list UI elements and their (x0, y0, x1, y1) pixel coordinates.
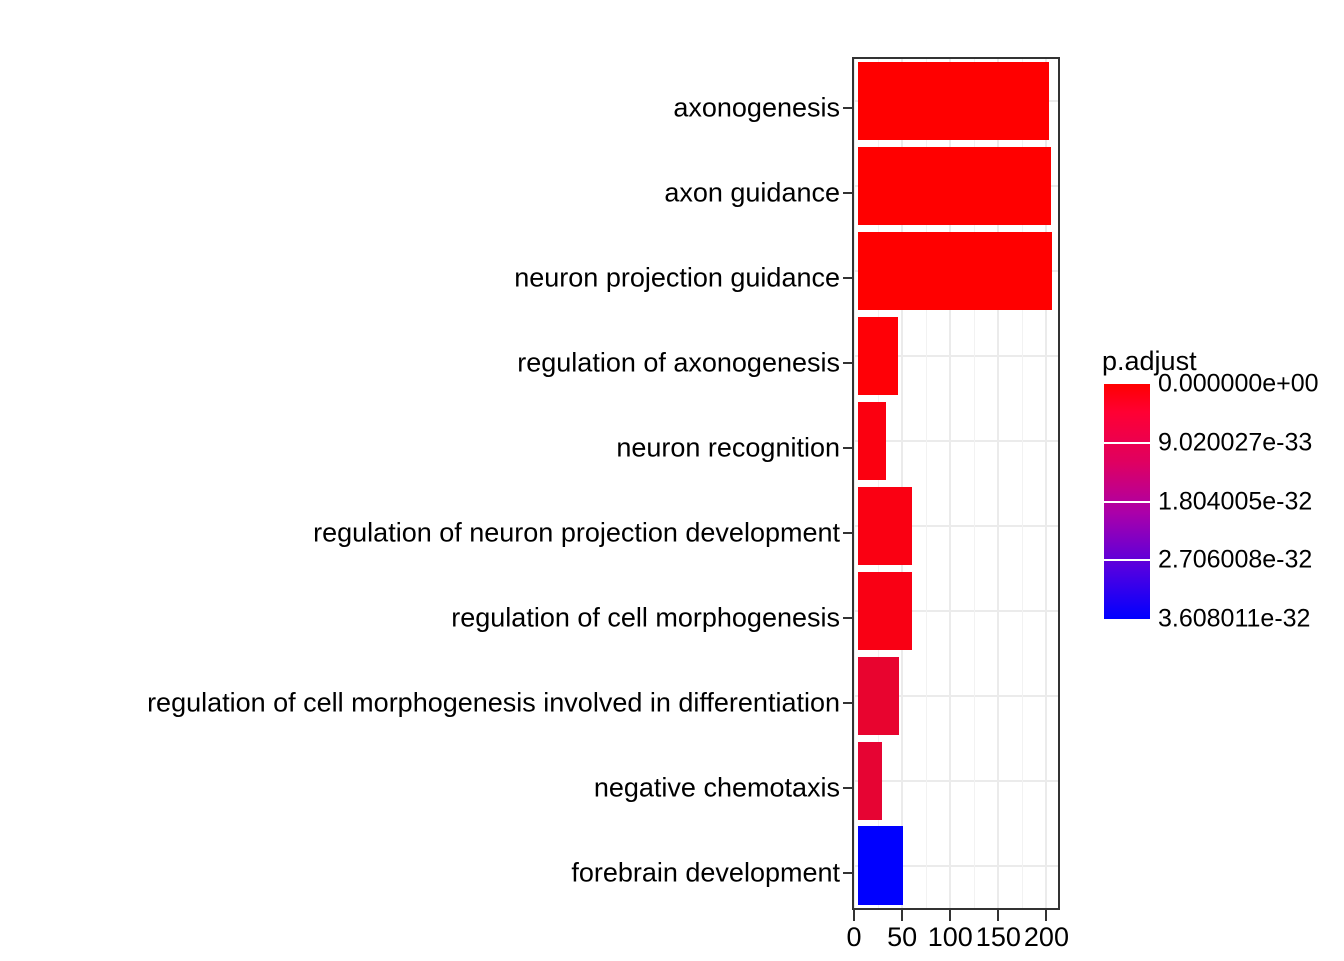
y-axis-tick (843, 616, 852, 619)
bar[interactable] (858, 741, 883, 820)
gridline-vertical-minor (878, 59, 880, 908)
gridline-vertical-minor (1022, 59, 1024, 908)
y-axis-labels: axonogenesis axon guidance neuron projecti… (0, 64, 852, 904)
y-axis-tick (843, 786, 852, 789)
gridline-horizontal (854, 694, 1058, 697)
y-axis-label: regulation of cell morphogenesis involve… (147, 687, 840, 718)
x-axis-tick-label: 200 (1023, 922, 1069, 952)
gridline-vertical-major (854, 59, 855, 908)
bar[interactable] (858, 571, 912, 650)
gridline-vertical-major (949, 59, 952, 908)
legend-title: p.adjust (1102, 346, 1197, 376)
bar[interactable] (858, 317, 899, 396)
y-axis-label: forebrain development (571, 857, 840, 888)
y-axis-tick (843, 871, 852, 874)
y-axis-label: regulation of cell morphogenesis (451, 602, 840, 633)
gridline-horizontal (854, 864, 1058, 867)
legend-tick (1104, 500, 1150, 503)
x-axis-tick-label: 0 (846, 922, 862, 952)
x-axis-tick (997, 910, 1000, 921)
y-axis-tick (843, 277, 852, 280)
legend-tick-label: 0.000000e+00 (1158, 369, 1319, 398)
x-axis-tick (1045, 910, 1048, 921)
gridline-vertical-major (997, 59, 1000, 908)
y-axis-label: axonogenesis (673, 92, 840, 123)
gridline-vertical-major (901, 59, 904, 908)
y-axis-tick (843, 447, 852, 450)
x-axis-tick-label: 50 (887, 922, 918, 952)
gridline-vertical-minor (974, 59, 976, 908)
bar[interactable] (858, 656, 900, 735)
y-axis-label: regulation of neuron projection developm… (313, 517, 840, 548)
y-axis-tick (843, 531, 852, 534)
x-axis-tick-label: 150 (975, 922, 1021, 952)
legend-tick-label: 3.608011e-32 (1158, 604, 1311, 633)
gridline-vertical-minor (926, 59, 928, 908)
bar[interactable] (858, 232, 1053, 311)
bar[interactable] (858, 826, 904, 905)
x-axis-tick (901, 910, 904, 921)
y-axis-label: axon guidance (664, 177, 840, 208)
legend-tick-label: 9.020027e-33 (1158, 428, 1313, 457)
gridline-horizontal (854, 355, 1058, 358)
y-axis-tick (843, 192, 852, 195)
plot-panel (852, 57, 1060, 910)
legend-tick (1104, 441, 1150, 444)
y-axis-label: negative chemotaxis (593, 772, 840, 803)
bar[interactable] (858, 486, 912, 565)
y-axis-label: neuron recognition (616, 432, 840, 463)
y-axis-label: regulation of axonogenesis (517, 347, 840, 378)
gridline-horizontal (854, 609, 1058, 612)
bar[interactable] (858, 147, 1052, 226)
y-axis-tick (843, 107, 852, 110)
gridline-horizontal (854, 779, 1058, 782)
gridline-horizontal (854, 524, 1058, 527)
gridline-horizontal (854, 440, 1058, 443)
bar[interactable] (858, 62, 1049, 141)
y-axis-tick (843, 701, 852, 704)
bar[interactable] (858, 401, 886, 481)
gridline-vertical-major (1045, 59, 1048, 908)
legend: p.adjust 0.000000e+00 9.020027e-33 1.80400… (1100, 346, 1340, 636)
x-axis-tick-label: 100 (927, 922, 973, 952)
legend-tick-label: 2.706008e-32 (1158, 545, 1313, 574)
legend-tick (1104, 559, 1150, 562)
y-axis-tick (843, 362, 852, 365)
legend-tick-label: 1.804005e-32 (1158, 487, 1313, 515)
x-axis-tick (853, 910, 855, 921)
x-axis-tick (949, 910, 952, 921)
y-axis-label: neuron projection guidance (514, 262, 840, 293)
x-axis-ticks (0, 910, 1344, 924)
